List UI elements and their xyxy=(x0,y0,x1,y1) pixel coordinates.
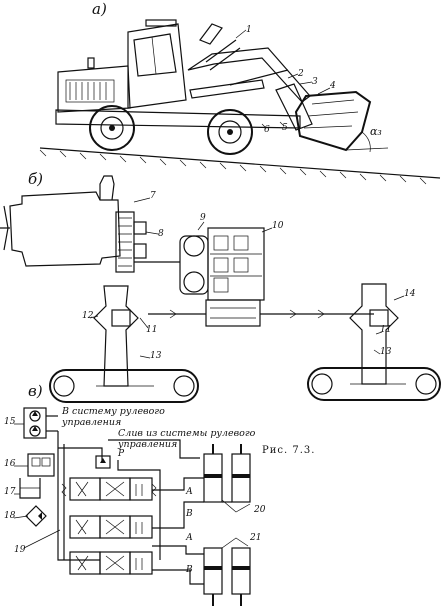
part-number-10: 10 xyxy=(272,221,284,231)
port-label-a2: А xyxy=(186,533,193,543)
subfigure-label-b: б) xyxy=(28,170,44,188)
part-number-3: 3 xyxy=(312,77,318,87)
part-number-9: 9 xyxy=(200,213,206,223)
transmission-drawing xyxy=(0,175,441,403)
part-number-19: 19 xyxy=(14,545,26,555)
part-number-14: 14 xyxy=(404,289,416,299)
part-number-13-left: 13 xyxy=(150,351,162,361)
subfigure-label-v: в) xyxy=(28,382,43,400)
part-number-21: 21 xyxy=(250,533,262,543)
part-number-7: 7 xyxy=(150,191,156,201)
part-number-2: 2 xyxy=(298,69,304,79)
part-number-11-right: 11 xyxy=(380,325,392,335)
part-number-15: 15 xyxy=(4,417,16,427)
note-to-steering: В систему рулевого управления xyxy=(62,406,165,428)
part-number-12: 12 xyxy=(82,311,94,321)
angle-label: α₃ xyxy=(370,125,382,138)
hydraulic-scheme xyxy=(13,407,251,606)
part-number-4: 4 xyxy=(330,81,336,91)
part-number-13-right: 13 xyxy=(380,347,392,357)
part-number-18: 18 xyxy=(4,511,16,521)
figure-caption: Рис. 7.3. xyxy=(262,445,316,456)
part-number-6: 6 xyxy=(264,125,270,135)
part-number-8: 8 xyxy=(158,229,164,239)
subfigure-label-a: а) xyxy=(92,0,107,18)
port-label-b2: В xyxy=(186,565,193,575)
part-number-5: 5 xyxy=(282,123,288,133)
port-label-b1: В xyxy=(186,509,193,519)
port-label-a1: А xyxy=(186,487,193,497)
part-number-17: 17 xyxy=(4,487,16,497)
part-number-1: 1 xyxy=(246,25,252,35)
loader-drawing xyxy=(39,19,441,185)
part-number-20: 20 xyxy=(254,505,266,515)
note-drain-from-steering: Слив из системы рулевого управления xyxy=(118,428,256,450)
port-label-p: Р xyxy=(118,449,125,459)
part-number-16: 16 xyxy=(4,459,16,469)
part-number-11-left: 11 xyxy=(146,325,158,335)
